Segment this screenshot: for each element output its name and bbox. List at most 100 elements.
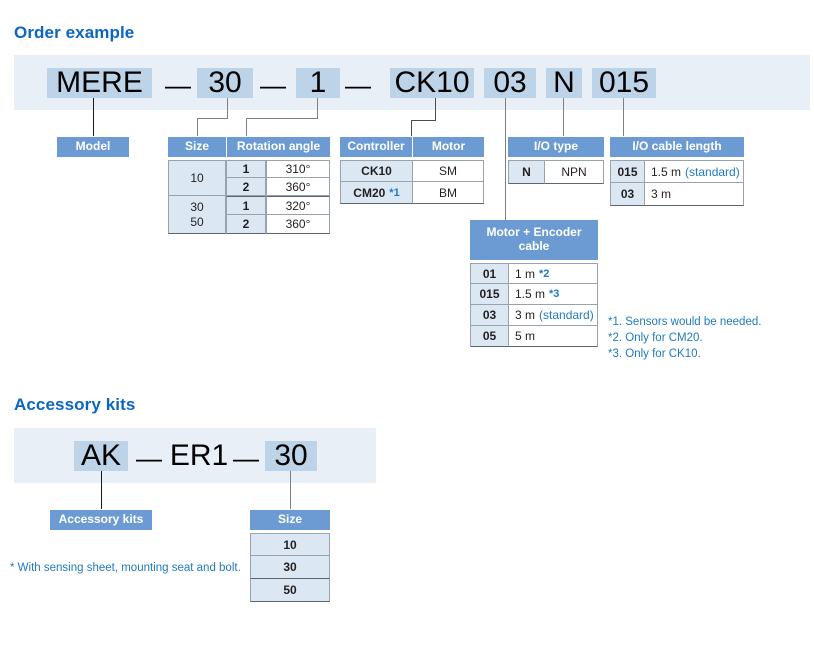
leader-controller-jog <box>411 120 436 121</box>
label-motor-encoder-cable: Motor + Encoder cable <box>470 220 598 260</box>
footnote-1: *1. Sensors would be needed. <box>608 316 762 328</box>
leader-controller-upper <box>435 98 436 120</box>
motor-cable-code: 03 <box>470 305 508 326</box>
accessory-bottom-note: * With sensing sheet, mounting seat and … <box>10 562 241 574</box>
order-dash-3: — <box>345 70 371 100</box>
controller-motor-header: Controller Motor <box>340 137 484 157</box>
th-rotation-angle: Rotation angle <box>226 137 330 157</box>
io-type-table: N NPN <box>508 160 604 184</box>
motor-cable-length-text: 1 m <box>515 266 536 281</box>
size-group-30-50: 30 50 <box>168 196 226 234</box>
label-model: Model <box>57 137 129 157</box>
leader-rotation-lower <box>246 118 247 136</box>
accessory-token-ak: AK <box>74 441 128 471</box>
io-cable-code: 015 <box>610 160 644 183</box>
table-row: 03 3 m (standard) <box>470 305 598 326</box>
size-group-30-50-label: 30 50 <box>190 199 204 229</box>
rotation-angle: 320° <box>266 196 330 215</box>
leader-rotation-upper <box>317 98 318 118</box>
size-rotation-header: Size Rotation angle <box>168 137 330 157</box>
order-token-motor-encoder-cable: 03 <box>484 68 536 98</box>
motor-cable-footnote-marker: *3 <box>549 288 560 300</box>
io-cable-value: 1.5 m (standard) <box>644 160 744 183</box>
io-cable-length-header: I/O cable length <box>610 137 744 157</box>
table-row: CM20 *1 BM <box>340 182 484 204</box>
controller-motor-table: CK10 SM CM20 *1 BM <box>340 160 484 204</box>
rotation-code: 1 <box>226 160 266 178</box>
footnote-3: *3. Only for CK10. <box>608 348 701 360</box>
io-cable-length-text: 1.5 m <box>651 164 682 179</box>
motor-cable-value: 1.5 m *3 <box>508 284 598 305</box>
controller-code: CK10 <box>361 164 392 178</box>
rotation-code: 2 <box>226 178 266 196</box>
table-row: N NPN <box>508 160 604 184</box>
table-row: 10 <box>250 533 330 556</box>
leader-accessory-size <box>290 471 291 509</box>
motor-cable-value: 5 m <box>508 326 598 347</box>
rotation-code: 1 <box>226 196 266 215</box>
order-example-title: Order example <box>14 23 135 42</box>
rotation-angle: 310° <box>266 160 330 178</box>
accessory-dash-2: — <box>233 443 259 473</box>
motor-cable-code: 05 <box>470 326 508 347</box>
table-row: 01 1 m *2 <box>470 263 598 284</box>
order-token-model: MERE <box>47 68 152 98</box>
th-size: Size <box>168 137 226 157</box>
motor-cable-length-text: 1.5 m <box>515 287 546 301</box>
motor-encoder-cable-table: 01 1 m *2 015 1.5 m *3 03 3 m (standard)… <box>470 263 598 347</box>
table-row: 015 1.5 m (standard) <box>610 160 744 183</box>
accessory-dash-1: — <box>136 443 162 473</box>
motor-cable-length-text: 5 m <box>515 329 536 343</box>
io-cable-length-table: 015 1.5 m (standard) 03 3 m <box>610 160 744 206</box>
accessory-size-table: 10 30 50 <box>250 533 330 602</box>
motor-value: BM <box>412 182 484 204</box>
th-controller: Controller <box>340 137 412 157</box>
io-type-code: N <box>508 160 544 184</box>
leader-size-lower <box>197 118 198 136</box>
order-token-io-cable-length: 015 <box>592 68 656 98</box>
rotation-angle: 360° <box>266 178 330 196</box>
order-dash-1: — <box>165 70 191 100</box>
motor-cable-length-text: 3 m <box>515 308 536 322</box>
accessory-size-header: Size <box>250 510 330 530</box>
leader-size-upper <box>227 98 228 118</box>
order-token-io-type: N <box>546 68 582 98</box>
motor-cable-footnote-marker: *2 <box>539 267 550 280</box>
io-type-header: I/O type <box>508 137 604 157</box>
accessory-token-size: 30 <box>265 441 317 471</box>
motor-cable-standard-note: (standard) <box>539 308 594 322</box>
accessory-size-value: 10 <box>250 533 330 556</box>
io-cable-code: 03 <box>610 183 644 206</box>
controller-value: CK10 <box>340 160 412 182</box>
controller-value: CM20 *1 <box>340 182 412 204</box>
motor-value: SM <box>412 160 484 182</box>
table-row: 05 5 m <box>470 326 598 347</box>
footnote-2: *2. Only for CM20. <box>608 332 703 344</box>
label-accessory-kits: Accessory kits <box>50 510 152 530</box>
leader-accessory-kits <box>101 471 102 509</box>
leader-motor-encoder-cable <box>505 98 506 220</box>
controller-footnote-marker: *1 <box>389 186 400 199</box>
table-row: 50 <box>250 579 330 602</box>
rotation-code: 2 <box>226 215 266 234</box>
controller-code: CM20 <box>353 185 386 200</box>
order-token-size: 30 <box>197 68 253 98</box>
th-io-type: I/O type <box>508 137 604 157</box>
leader-io-cable-length <box>623 98 624 136</box>
leader-rotation-jog <box>246 118 318 119</box>
io-type-value: NPN <box>544 160 604 184</box>
accessory-size-value: 30 <box>250 556 330 579</box>
leader-size-jog <box>197 118 228 119</box>
io-cable-standard-note: (standard) <box>685 164 740 179</box>
table-row: 03 3 m <box>610 183 744 206</box>
th-io-cable-length: I/O cable length <box>610 137 744 157</box>
io-cable-length-text: 3 m <box>651 187 672 201</box>
leader-model <box>93 98 94 136</box>
accessory-token-er1: ER1 <box>169 439 229 472</box>
size-group-10: 10 <box>168 160 226 196</box>
order-dash-2: — <box>260 70 286 100</box>
motor-cable-code: 01 <box>470 263 508 284</box>
motor-cable-value: 3 m (standard) <box>508 305 598 326</box>
leader-controller-lower <box>411 120 412 136</box>
